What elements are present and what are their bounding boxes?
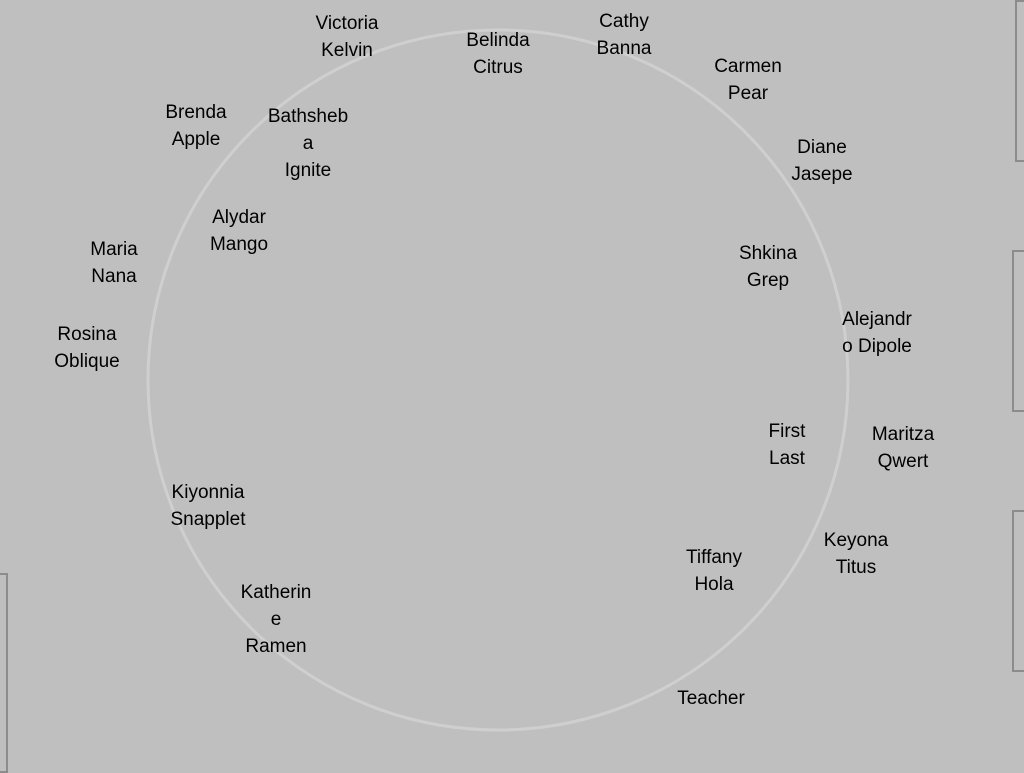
seat-label-line: Pear [727,83,769,104]
seat-label-line: Victoria [315,13,379,34]
seat-label-line: Alydar [212,207,266,228]
seating-circle [146,28,850,732]
seat-label-line: Maritza [871,424,935,445]
seat-label-line: First [768,421,806,442]
seat-label-line: Mango [209,234,269,255]
seat-label-line: Cathy [599,11,649,32]
seat-label-alejandro-dipole: Alejandr o Dipole [842,306,912,360]
seat-label-line: Rosina [57,324,117,345]
seat-label-line: Nana [91,266,137,287]
desk-outline-right-bottom [1012,510,1024,672]
seat-label-line: Katherin [240,582,312,603]
seat-label-line: Tiffany [686,547,742,568]
seat-label-line: Carmen [714,56,782,77]
seat-label-line: Kiyonnia [171,482,245,503]
seat-label-line: Keyona [823,530,889,551]
seat-label-line: Bathsheb [267,106,349,127]
desk-outline-left-bottom [0,573,8,773]
seat-label-line: Alejandr [842,309,912,330]
seat-label-line: Hola [694,574,734,595]
seat-label-line: Snapplet [170,509,246,530]
seat-label-teacher: Teacher [677,685,745,712]
seat-label-line: Maria [90,239,138,260]
seat-label-line: Shkina [738,243,798,264]
seat-label-line: Citrus [473,57,523,78]
seat-label-line: Kelvin [321,40,373,61]
seat-label-line: Banna [596,38,652,59]
seat-label-line: o Dipole [842,336,912,357]
seat-label-line: Ignite [284,160,332,181]
seat-label-line: Jasepe [791,164,853,185]
seat-label-line: Oblique [54,351,120,372]
seat-label-line: Qwert [877,451,929,472]
seat-label-line: Apple [171,129,221,150]
desk-outline-right-middle [1012,250,1024,412]
seat-label-line: Belinda [466,30,530,51]
seat-label-line: Grep [746,270,790,291]
seat-label-line: Titus [835,557,877,578]
desk-outline-right-top [1015,0,1024,162]
seat-label-line: a [302,133,314,154]
seat-label-line: e [270,609,282,630]
seat-label-line: Diane [797,137,847,158]
seat-label-line: Ramen [245,636,307,657]
seat-label-line: Brenda [165,102,227,123]
seat-label-line: Last [769,448,805,469]
seat-label-line: Teacher [677,688,745,709]
